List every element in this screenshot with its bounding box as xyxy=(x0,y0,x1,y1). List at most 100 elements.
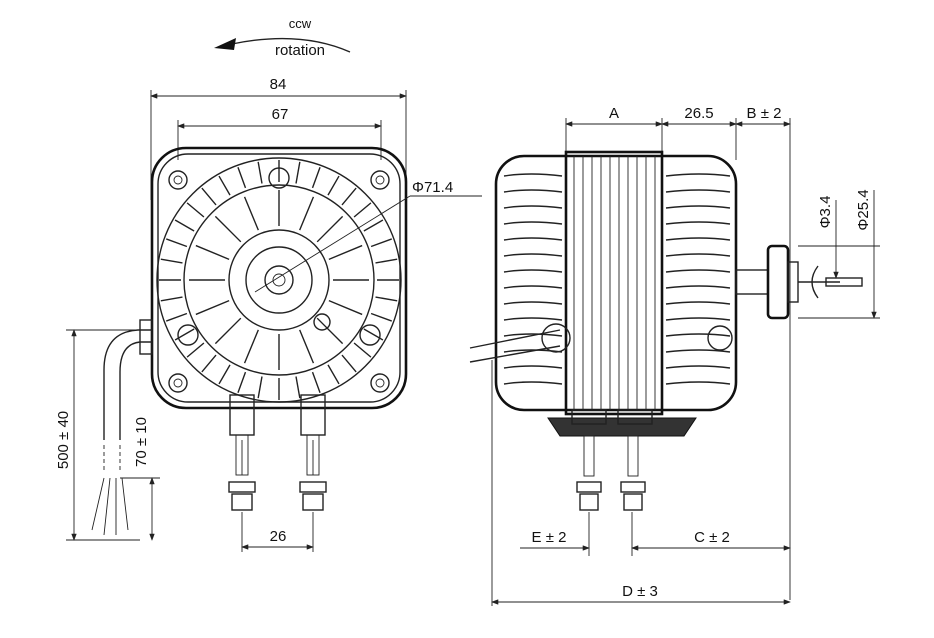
fin-stroke xyxy=(174,219,195,232)
side-fin-left xyxy=(503,189,563,193)
dim-a-text: A xyxy=(609,105,619,122)
spoke-stroke xyxy=(299,329,315,364)
fin-stroke xyxy=(341,187,357,206)
side-fin-left xyxy=(503,269,563,273)
inner-spokes xyxy=(189,190,369,370)
dim-d-text: D ± 3 xyxy=(622,583,658,600)
spoke-stroke xyxy=(195,300,230,316)
terminal-slot-1 xyxy=(571,409,607,425)
side-fin-left xyxy=(503,317,563,321)
spoke-stroke xyxy=(299,196,315,231)
boss-small xyxy=(313,313,331,331)
side-fin-right xyxy=(665,173,731,177)
rotation-arrowhead-icon xyxy=(214,38,236,50)
side-fin-left xyxy=(503,253,563,257)
spoke-stroke xyxy=(328,244,363,260)
terminal-slot-2 xyxy=(617,409,653,425)
boss-right xyxy=(359,324,381,346)
side-fin-left xyxy=(503,301,563,305)
boss-top xyxy=(268,167,290,189)
side-fin-left xyxy=(503,285,563,289)
outer-ring xyxy=(156,157,402,403)
front-housing-outline xyxy=(150,146,408,410)
shaft-tip xyxy=(825,277,863,287)
side-lead-wire xyxy=(469,329,561,363)
fin-stroke xyxy=(201,354,217,373)
fin-stroke xyxy=(341,354,357,373)
spoke-stroke xyxy=(195,244,230,260)
side-fin-left xyxy=(503,333,563,337)
side-fin-right xyxy=(665,381,731,385)
front-terminals xyxy=(228,394,327,511)
terminal-block xyxy=(547,417,697,437)
fin-stroke xyxy=(370,238,393,248)
dim-e-text: E ± 2 xyxy=(532,529,567,546)
fin-stroke xyxy=(295,161,301,184)
fin-stroke xyxy=(237,371,247,394)
spoke-stroke xyxy=(243,196,259,231)
fin-stroke xyxy=(186,342,205,358)
side-fin-right xyxy=(665,349,731,353)
fin-stroke xyxy=(353,342,372,358)
shaft-flange xyxy=(766,244,790,320)
shaft-nose xyxy=(787,261,799,303)
side-terminals xyxy=(576,435,646,511)
side-fins xyxy=(503,173,731,385)
fin-stroke xyxy=(218,175,231,196)
side-grommet xyxy=(541,323,571,353)
shaft-collar xyxy=(735,269,769,295)
spoke-stroke xyxy=(214,215,242,243)
fin-stroke xyxy=(186,202,205,218)
stripped-wire-ends xyxy=(91,477,129,536)
side-fin-right xyxy=(665,365,731,369)
dim-265-text: 26.5 xyxy=(684,105,713,122)
stator-laminations xyxy=(573,156,656,410)
fin-stroke xyxy=(363,219,384,232)
spoke-stroke xyxy=(214,317,242,345)
cooling-fins xyxy=(159,160,399,400)
fin-stroke xyxy=(327,175,340,196)
mid-ring xyxy=(183,184,375,376)
fin-stroke xyxy=(165,312,188,322)
dim-c-text: C ± 2 xyxy=(694,529,730,546)
dim-70-text: 70 ± 10 xyxy=(133,417,150,467)
fan-clip xyxy=(811,265,819,299)
rotation-ccw-text: ccw xyxy=(289,16,312,31)
fin-stroke xyxy=(165,238,188,248)
side-fin-left xyxy=(503,237,563,241)
fin-stroke xyxy=(353,202,372,218)
fin-stroke xyxy=(295,376,301,399)
boss-left xyxy=(177,324,199,346)
fin-stroke xyxy=(370,312,393,322)
rotation-arc xyxy=(231,37,351,53)
side-fin-right xyxy=(665,333,731,337)
side-fin-left xyxy=(503,365,563,369)
fin-stroke xyxy=(160,296,183,302)
rotation-indicator: ccw rotation xyxy=(214,16,351,59)
spoke-stroke xyxy=(243,329,259,364)
fin-stroke xyxy=(237,166,247,189)
hub-ring xyxy=(228,229,330,331)
fin-stroke xyxy=(160,258,183,264)
side-fin-left xyxy=(503,381,563,385)
side-view: A 26.5 B ± 2 Φ25.4 Φ3.4 xyxy=(469,105,880,606)
side-fin-right xyxy=(665,237,731,241)
spoke-stroke xyxy=(316,215,344,243)
stator-block xyxy=(564,150,664,416)
fin-stroke xyxy=(201,187,217,206)
dim-84-text: 84 xyxy=(270,76,287,93)
fin-stroke xyxy=(327,364,340,385)
fin-stroke xyxy=(257,161,263,184)
side-housing-outline xyxy=(494,154,738,412)
side-fin-left xyxy=(503,221,563,225)
side-fin-right xyxy=(665,253,731,257)
fin-stroke xyxy=(257,376,263,399)
side-fin-right xyxy=(665,205,731,209)
front-view: 84 67 Φ71.4 xyxy=(55,76,482,552)
hub-inner xyxy=(245,246,313,314)
shaft-boss xyxy=(264,265,294,295)
side-fin-right xyxy=(665,189,731,193)
dia-71-text: Φ71.4 xyxy=(412,179,453,196)
